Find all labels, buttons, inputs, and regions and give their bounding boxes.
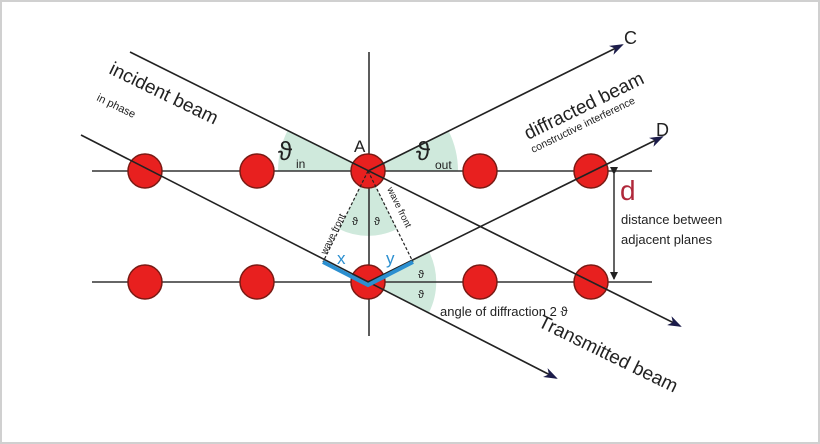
distance-label-line1: distance between: [621, 212, 722, 227]
path-difference: [322, 260, 414, 288]
point-c-label: C: [624, 28, 637, 48]
distance-label-line2: adjacent planes: [621, 232, 713, 247]
atom: [462, 153, 498, 189]
x-label: x: [337, 249, 346, 268]
diffracted-beam-d: [367, 136, 664, 283]
theta-in-sub: in: [296, 157, 305, 171]
theta-right-label: ϑ: [374, 216, 380, 228]
atom: [239, 153, 275, 189]
theta-left-label: ϑ: [352, 216, 358, 228]
diffracted-beam-c: [367, 44, 624, 172]
theta-out-wedge: [368, 130, 458, 171]
theta-out-label: ϑ: [416, 136, 431, 166]
incident-beam-1: [129, 51, 682, 327]
theta-in-label: ϑ: [278, 136, 293, 166]
d-label: d: [620, 175, 636, 206]
theta-out-sub: out: [435, 158, 452, 172]
in-phase-label: in phase: [95, 92, 138, 121]
theta-in-wedge: [278, 130, 368, 171]
atom: [462, 264, 498, 300]
atom: [239, 264, 275, 300]
wave-front-left: [322, 170, 369, 263]
point-d-label: D: [656, 120, 669, 140]
atom: [127, 153, 163, 189]
angle-of-diffraction-label: angle of diffraction 2 ϑ: [440, 304, 568, 319]
transmitted-beam-label: Transmitted beam: [535, 312, 681, 398]
point-a-label: A: [354, 137, 366, 156]
incident-beam-2: [80, 134, 558, 379]
atom: [573, 153, 609, 189]
y-label: y: [386, 249, 395, 268]
atom: [127, 264, 163, 300]
theta-upper-label: ϑ: [418, 269, 424, 281]
theta-lower-label: ϑ: [418, 289, 424, 301]
wave-front-right: [367, 170, 414, 263]
theta-inner-wedge: [339, 171, 397, 236]
